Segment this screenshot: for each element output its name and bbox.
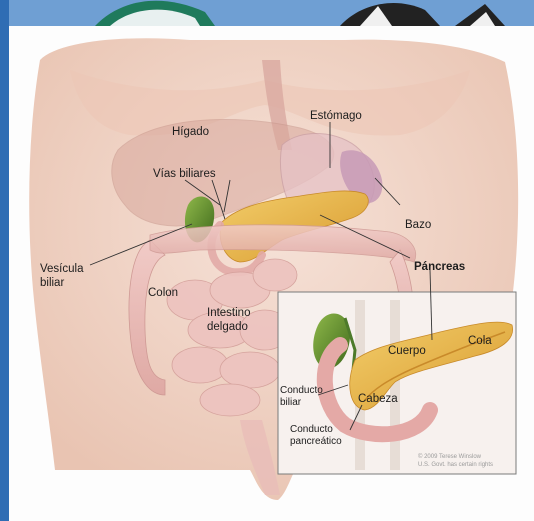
label-conducto-pancreatico: Conducto [290,424,333,435]
label-vesicula-line2: biliar [40,277,64,289]
label-intestino: Intestino [207,307,250,319]
label-conducto-pancreatico-line2: pancreático [290,436,342,447]
label-vesicula: Vesícula [40,263,84,275]
label-colon: Colon [148,287,178,299]
label-estomago: Estómago [310,110,362,122]
label-higado: Hígado [172,126,209,138]
label-vias-biliares: Vías biliares [153,168,216,180]
copyright-line1: © 2009 Terese Winslow [418,453,482,460]
label-bazo: Bazo [405,219,431,231]
label-cola: Cola [468,335,492,347]
label-pancreas: Páncreas [414,261,465,273]
label-conducto-biliar-line2: biliar [280,397,302,408]
label-cuerpo: Cuerpo [388,345,426,357]
emblem-fragments [95,1,505,26]
label-cabeza: Cabeza [358,393,398,405]
copyright-line2: U.S. Govt. has certain rights [418,462,493,468]
label-intestino-line2: delgado [207,321,248,333]
label-conducto-biliar: Conducto [280,385,323,396]
left-accent-bar [0,0,9,521]
